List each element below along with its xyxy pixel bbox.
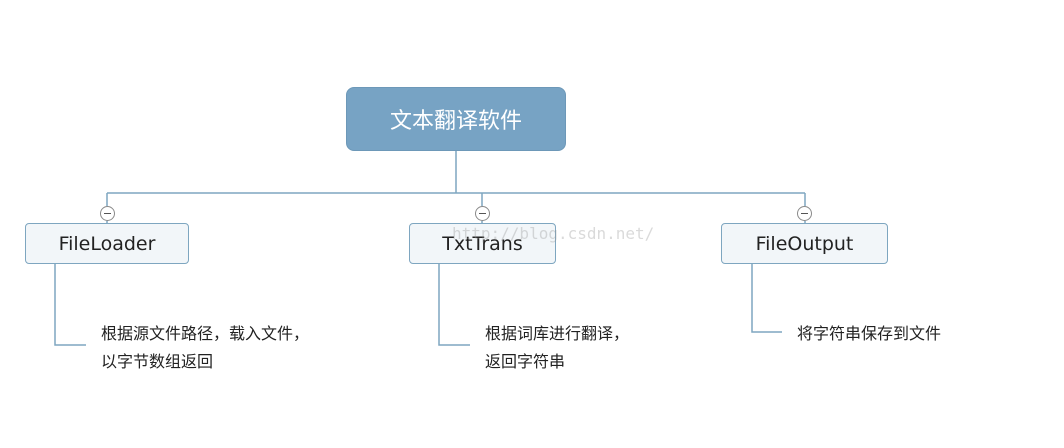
collapse-toggle-2-icon[interactable] [475,206,490,221]
note-line: 返回字符串 [485,352,566,371]
node-label: FileOutput [755,232,854,255]
collapse-toggle-1-icon[interactable] [100,206,115,221]
node-label: FileLoader [58,232,156,255]
note-fileloader: 根据源文件路径，载入文件， 以字节数组返回 [101,320,309,376]
node-fileoutput[interactable]: FileOutput [721,223,888,264]
root-node-label: 文本翻译软件 [389,109,522,134]
note-fileoutput: 将字符串保存到文件 [797,320,941,348]
note-connector-3 [751,264,782,333]
note-txttrans: 根据词库进行翻译， 返回字符串 [485,320,629,376]
note-line: 根据词库进行翻译， [485,324,630,343]
note-connector-2 [438,264,470,346]
node-txttrans[interactable]: TxtTrans [409,223,556,264]
collapse-toggle-3-icon[interactable] [797,206,812,221]
node-label: TxtTrans [442,232,523,255]
note-line: 以字节数组返回 [101,352,214,371]
note-line: 根据源文件路径，载入文件， [101,324,310,343]
node-fileloader[interactable]: FileLoader [25,223,189,264]
root-node[interactable]: 文本翻译软件 [346,87,566,151]
note-line: 将字符串保存到文件 [797,324,942,343]
watermark-text: http://blog.csdn.net/ [452,224,655,243]
note-connector-1 [54,264,86,346]
